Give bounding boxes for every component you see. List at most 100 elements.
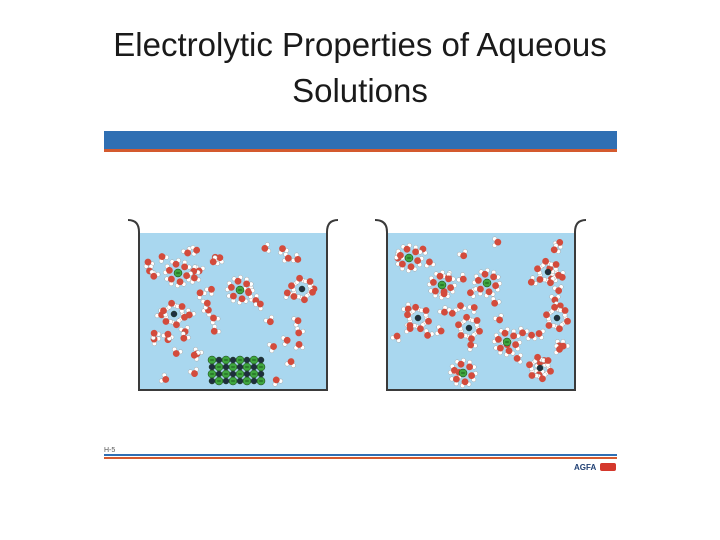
oxygen-atom <box>191 274 198 282</box>
oxygen-atom <box>539 375 546 383</box>
oxygen-atom <box>172 260 180 268</box>
oxygen-atom <box>178 303 186 310</box>
water-molecule <box>406 318 417 329</box>
water-molecule <box>395 260 406 272</box>
oxygen-atom <box>556 239 564 246</box>
oxygen-atom <box>459 275 467 283</box>
water-molecule <box>172 346 183 357</box>
oxygen-atom <box>527 278 535 286</box>
oxygen-atom <box>150 272 158 280</box>
oxygen-atom <box>287 358 295 366</box>
oxygen-atom <box>266 318 274 326</box>
oxygen-atom <box>234 277 242 285</box>
water-molecule <box>527 275 539 286</box>
oxygen-atom <box>555 287 563 295</box>
oxygen-atom <box>229 292 237 300</box>
water-molecule <box>210 314 221 325</box>
figure-header-rule <box>104 149 617 152</box>
water-molecule <box>512 340 523 352</box>
water-molecule <box>553 343 563 355</box>
figure-header-band <box>104 131 617 149</box>
water-molecule <box>540 257 552 268</box>
water-molecule <box>393 248 404 260</box>
oxygen-atom <box>166 266 173 274</box>
cation <box>236 363 244 371</box>
oxygen-atom <box>203 299 211 307</box>
oxygen-atom <box>457 332 465 339</box>
oxygen-atom <box>430 278 437 286</box>
cation <box>229 370 237 378</box>
oxygen-atom <box>535 330 543 337</box>
water-molecule <box>293 341 305 351</box>
cation <box>465 324 473 332</box>
oxygen-atom <box>495 335 502 343</box>
oxygen-atom <box>167 275 175 283</box>
oxygen-atom <box>412 248 420 256</box>
cation <box>222 363 230 371</box>
oxygen-atom <box>150 329 158 337</box>
oxygen-atom <box>228 283 235 291</box>
oxygen-atom <box>528 331 535 339</box>
oxygen-atom <box>288 282 295 290</box>
cation <box>215 356 223 364</box>
oxygen-atom <box>209 258 217 266</box>
oxygen-atom <box>196 289 204 297</box>
water-molecule <box>204 285 215 297</box>
oxygen-atom <box>295 329 303 337</box>
oxygen-atom <box>272 376 280 384</box>
water-molecule <box>492 236 502 248</box>
oxygen-atom <box>164 330 172 338</box>
oxygen-atom <box>283 289 291 297</box>
oxygen-atom <box>181 313 188 321</box>
oxygen-atom <box>534 353 541 361</box>
water-molecule <box>510 328 521 340</box>
water-molecule <box>267 342 277 354</box>
oxygen-atom <box>424 331 432 339</box>
oxygen-atom <box>528 372 536 379</box>
oxygen-atom <box>414 257 421 265</box>
oxygen-atom <box>216 254 224 262</box>
water-molecule <box>278 245 290 256</box>
oxygen-atom <box>510 332 518 340</box>
water-molecule <box>446 307 459 317</box>
water-molecule <box>467 341 478 352</box>
water-molecule <box>288 281 298 293</box>
water-molecule <box>426 275 437 287</box>
water-molecule <box>471 273 482 285</box>
oxygen-atom <box>534 265 541 273</box>
water-molecule <box>224 280 235 292</box>
oxygen-atom <box>513 354 521 362</box>
water-molecule <box>210 324 222 335</box>
oxygen-atom <box>294 317 302 325</box>
oxygen-atom <box>283 336 291 344</box>
oxygen-atom <box>452 375 460 383</box>
cation <box>553 314 561 322</box>
oxygen-atom <box>545 322 553 329</box>
cation <box>229 356 237 364</box>
agfa-logo-badge <box>600 463 616 471</box>
oxygen-atom <box>193 246 201 254</box>
water-molecule <box>518 326 530 337</box>
water-molecule <box>439 290 451 301</box>
oxygen-atom <box>294 255 302 263</box>
oxygen-atom <box>398 260 406 268</box>
water-molecule <box>552 239 564 250</box>
water-molecule <box>414 256 425 268</box>
water-molecule <box>143 258 155 269</box>
oxygen-atom <box>550 246 558 254</box>
oxygen-atom <box>526 361 533 369</box>
water-molecule <box>428 287 439 299</box>
water-molecule <box>493 344 504 356</box>
oxygen-atom <box>191 370 198 377</box>
cation <box>257 370 265 378</box>
oxygen-atom <box>492 282 499 290</box>
oxygen-atom <box>457 302 464 310</box>
water-molecule <box>164 275 175 287</box>
water-molecule <box>491 332 502 344</box>
cation <box>208 363 216 371</box>
oxygen-atom <box>481 270 489 278</box>
beaker-left-outline <box>127 219 339 391</box>
water-molecule <box>272 376 284 387</box>
oxygen-atom <box>261 244 269 252</box>
water-molecule <box>558 307 569 318</box>
